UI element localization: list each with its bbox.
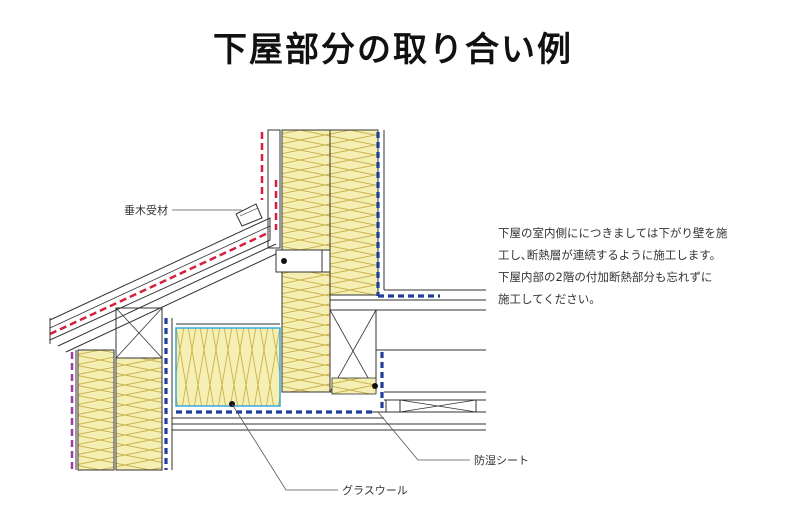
page-title: 下屋部分の取り合い例 — [213, 30, 573, 70]
svg-text:垂木受材: 垂木受材 — [124, 203, 168, 217]
roof — [49, 203, 277, 353]
svg-text:グラスウール: グラスウール — [342, 483, 408, 497]
ceiling-insulation — [172, 323, 486, 431]
description-line: 工し､断熱層が連続するように施工します。 — [498, 248, 722, 262]
description-line: 下屋の室内側ににつきましては下がり壁を施 — [498, 226, 728, 240]
description-line: 施工してください。 — [498, 292, 601, 306]
description: 下屋の室内側ににつきましては下がり壁を施 工し､断熱層が連続するように施工します… — [498, 222, 778, 310]
upper-wall — [267, 129, 379, 393]
label-rafter-receiver: 垂木受材 — [124, 203, 242, 217]
label-glass-wool: グラスウール — [231, 403, 408, 497]
description-line: 下屋内部の2階の付加断熱部分も忘れずに — [498, 270, 713, 284]
lower-wall — [70, 307, 173, 471]
label-moisture-sheet: 防湿シート — [377, 411, 529, 467]
svg-text:防湿シート: 防湿シート — [474, 453, 529, 467]
